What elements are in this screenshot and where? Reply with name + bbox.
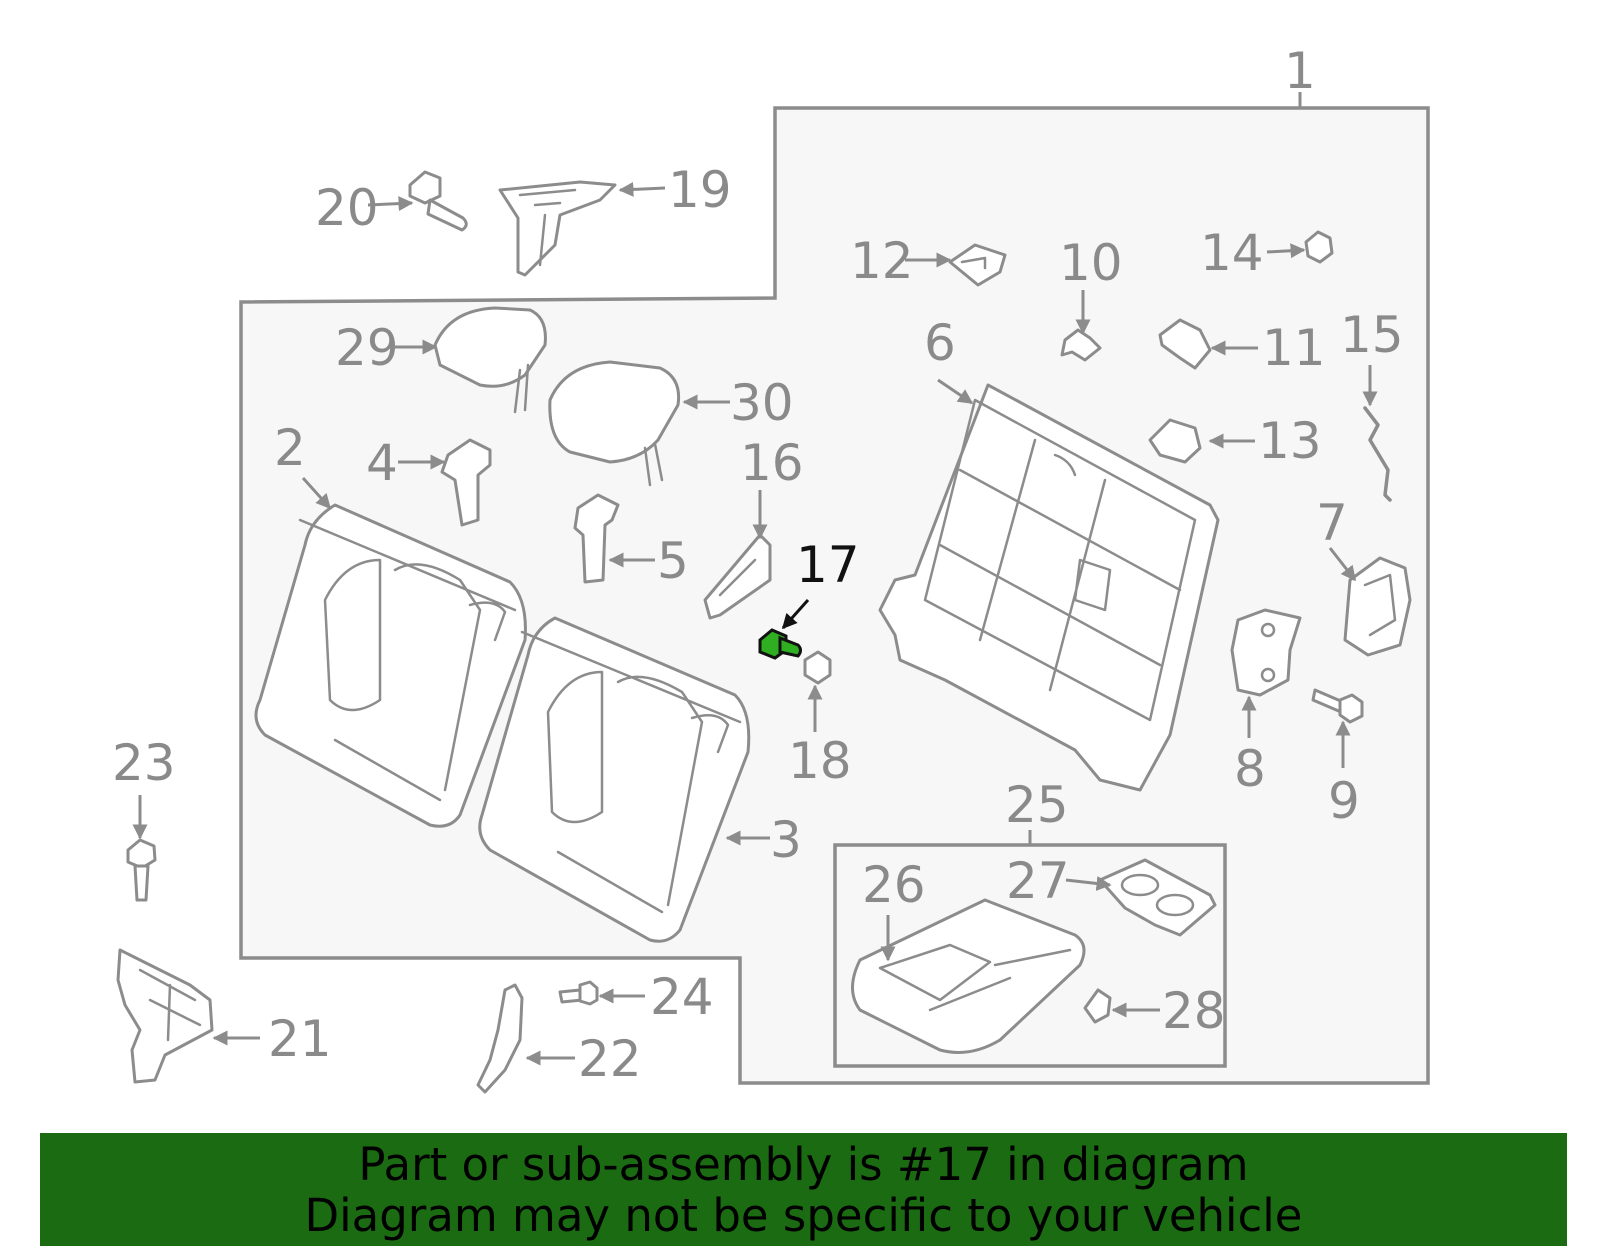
part-20-bolt: [408, 170, 468, 232]
callout-1: 1: [1284, 42, 1316, 100]
callout-19: 19: [668, 161, 732, 219]
part-18-nut: [803, 650, 832, 685]
callout-25: 25: [1005, 776, 1069, 834]
part-13-latch: [1148, 418, 1202, 464]
callout-4: 4: [366, 434, 398, 492]
part-27-cupholder: [1098, 858, 1217, 937]
part-15-cable: [1363, 406, 1392, 502]
part-9-bolt: [1311, 688, 1364, 724]
callout-14: 14: [1200, 224, 1264, 282]
part-22-bracket: [476, 983, 524, 1094]
callout-20: 20: [315, 179, 379, 237]
callout-30: 30: [730, 374, 794, 432]
callout-7: 7: [1316, 494, 1348, 552]
part-24-pin: [558, 980, 599, 1006]
part-5-guide: [573, 493, 620, 584]
callout-15: 15: [1340, 306, 1404, 364]
callout-3: 3: [770, 811, 802, 869]
callout-11: 11: [1262, 319, 1326, 377]
callout-27: 27: [1006, 852, 1070, 910]
callout-2: 2: [274, 419, 306, 477]
part-30-headrest: [548, 360, 681, 487]
leader-arrows: [132, 181, 1378, 1066]
callout-24: 24: [650, 968, 714, 1026]
part-4-guide: [440, 438, 492, 527]
callout-21: 21: [268, 1010, 332, 1068]
banner-line-1: Part or sub-assembly is #17 in diagram: [358, 1137, 1249, 1191]
callout-26: 26: [862, 856, 926, 914]
part-12-clip: [948, 243, 1007, 287]
part-3-seatback: [478, 616, 751, 943]
callout-23: 23: [112, 734, 176, 792]
part-7-cover: [1343, 556, 1412, 657]
callout-17: 17: [796, 536, 860, 594]
callout-10: 10: [1059, 234, 1123, 292]
callout-22: 22: [578, 1030, 642, 1088]
part-8-bracket: [1230, 608, 1302, 697]
callout-5: 5: [657, 532, 689, 590]
callout-18: 18: [788, 732, 852, 790]
callout-9: 9: [1328, 772, 1360, 830]
part-17-bolt: [758, 628, 802, 660]
callout-12: 12: [850, 232, 914, 290]
part-23-bolt: [126, 838, 157, 902]
part-6-frame: [878, 383, 1220, 792]
part-14-grommet: [1304, 230, 1334, 264]
callout-29: 29: [335, 319, 399, 377]
part-28-clip: [1083, 988, 1112, 1024]
part-29-headrest: [433, 306, 547, 414]
banner-line-2: Diagram may not be specific to your vehi…: [304, 1188, 1303, 1242]
info-banner: Part or sub-assembly is #17 in diagram D…: [40, 1133, 1567, 1246]
callout-16: 16: [740, 434, 804, 492]
callout-13: 13: [1258, 412, 1322, 470]
callout-6: 6: [924, 314, 956, 372]
part-2-seatback: [254, 503, 527, 828]
part-21-hinge: [116, 948, 214, 1084]
part-19-bracket: [498, 180, 617, 277]
part-11-hinge: [1158, 318, 1212, 370]
callout-28: 28: [1162, 982, 1226, 1040]
part-26-armrest: [851, 898, 1086, 1054]
callout-8: 8: [1234, 740, 1266, 798]
